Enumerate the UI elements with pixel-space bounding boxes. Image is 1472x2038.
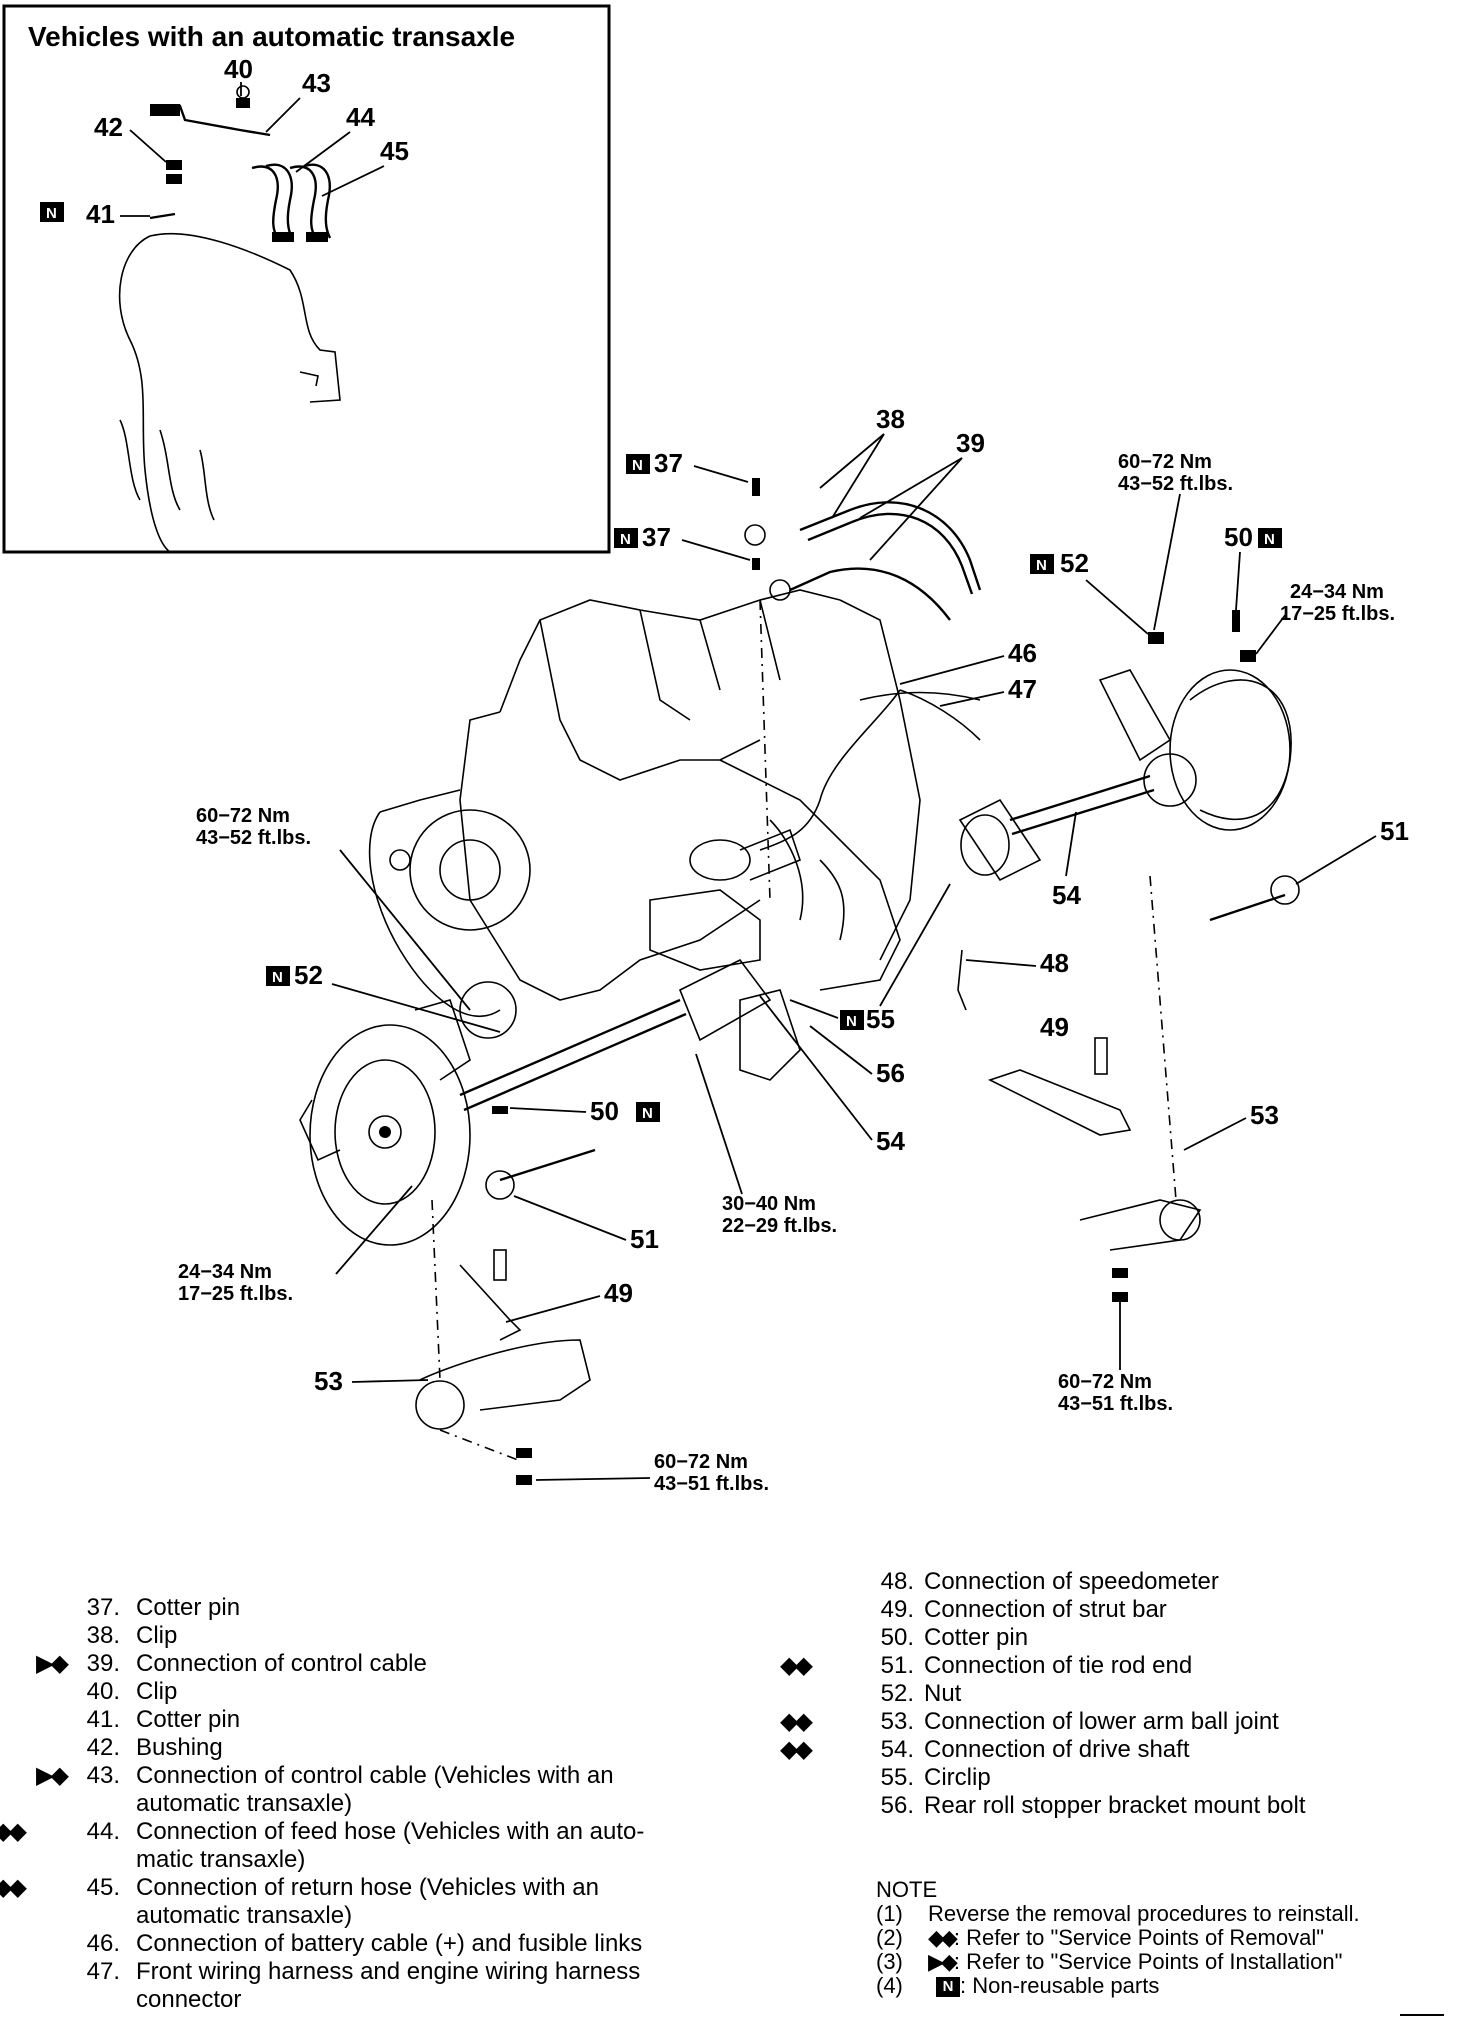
removal-mark-icon: ◆◆	[0, 1818, 27, 1845]
divider	[1400, 2014, 1444, 2016]
label-54-centre: 54	[876, 1126, 905, 1156]
note-4: (4)N: Non-reusable parts	[876, 1973, 1160, 1998]
torque-6-ftlbs: 43−51 ft.lbs.	[1058, 1393, 1173, 1415]
label-51-right: 51	[1380, 816, 1409, 846]
note-block: NOTE (1)Reverse the removal procedures t…	[876, 1878, 1360, 1998]
torque-3-ftlbs: 43−52 ft.lbs.	[196, 827, 311, 849]
label-48: 48	[1040, 948, 1069, 978]
label-52-right: 52	[1060, 548, 1089, 578]
inset-label-42: 42	[94, 112, 123, 142]
torque-5-nm: 24−34 Nm	[178, 1261, 272, 1283]
removal-mark-icon: ◆◆	[780, 1708, 813, 1735]
removal-mark-icon: ◆◆	[928, 1925, 958, 1950]
torque-2-ftlbs: 17−25 ft.lbs.	[1280, 603, 1395, 625]
label-39: 39	[956, 428, 985, 458]
label-54-right: 54	[1052, 880, 1081, 910]
non-reusable-mark-41	[40, 202, 64, 222]
label-50-right: 50	[1224, 522, 1253, 552]
inset-title: Vehicles with an automatic transaxle	[28, 21, 515, 52]
installation-mark-icon: ▶◆	[36, 1762, 69, 1789]
torque-specs: 60−72 Nm 43−52 ft.lbs. 24−34 Nm 17−25 ft…	[178, 451, 1395, 1495]
torque-7-nm: 60−72 Nm	[654, 1451, 748, 1473]
label-47: 47	[1008, 674, 1037, 704]
torque-1-nm: 60−72 Nm	[1118, 451, 1212, 473]
label-38: 38	[876, 404, 905, 434]
torque-2-nm: 24−34 Nm	[1290, 581, 1384, 603]
right-hub-assembly	[957, 610, 1300, 1302]
svg-text:N: N	[1264, 531, 1275, 548]
non-reusable-mark-icon: N	[936, 1977, 960, 1997]
svg-text:N: N	[632, 457, 643, 474]
note-2: (2)◆◆: Refer to "Service Points of Remov…	[876, 1925, 1325, 1950]
label-51-left: 51	[630, 1224, 659, 1254]
label-55: 55	[866, 1004, 895, 1034]
inset-label-40: 40	[224, 54, 253, 84]
label-56: 56	[876, 1058, 905, 1088]
inset-label-43: 43	[302, 68, 331, 98]
note-1: (1)Reverse the removal procedures to rei…	[876, 1901, 1360, 1926]
inset-label-41: 41	[86, 199, 115, 229]
control-cable-group	[744, 478, 982, 901]
label-46: 46	[1008, 638, 1037, 668]
torque-5-ftlbs: 17−25 ft.lbs.	[178, 1283, 293, 1305]
svg-text:N: N	[1036, 557, 1047, 574]
svg-text:N: N	[620, 531, 631, 548]
note-heading: NOTE	[876, 1877, 938, 1902]
exploded-view-diagram: Vehicles with an automatic transaxle 40 …	[2, 4, 1409, 1495]
removal-mark-icon: ◆◆	[780, 1736, 813, 1763]
torque-3-nm: 60−72 Nm	[196, 805, 290, 827]
label-49-left: 49	[604, 1278, 633, 1308]
label-53-left: 53	[314, 1366, 343, 1396]
engine-transaxle-assembly	[368, 589, 981, 1081]
left-hub-assembly	[299, 958, 772, 1485]
svg-text:N: N	[642, 1105, 653, 1122]
part-labels: 38 39 N 37 N 37 46 47 N 52 50 N 51 54	[266, 404, 1409, 1396]
svg-text:N: N	[272, 969, 283, 986]
svg-text:N: N	[846, 1013, 857, 1030]
inset-label-45: 45	[380, 136, 409, 166]
note-3: (3)▶◆: Refer to "Service Points of Insta…	[876, 1949, 1343, 1974]
removal-mark-icon: ◆◆	[780, 1652, 813, 1679]
label-37-upper: 37	[654, 448, 683, 478]
inset-label-44: 44	[346, 102, 375, 132]
parts-legend: 37. Cotter pin 38. Clip ▶◆ 39. Connectio…	[0, 1560, 1472, 2030]
torque-4-nm: 30−40 Nm	[722, 1193, 816, 1215]
label-49-right: 49	[1040, 1012, 1069, 1042]
torque-7-ftlbs: 43−51 ft.lbs.	[654, 1473, 769, 1495]
label-37-lower: 37	[642, 522, 671, 552]
label-52-left: 52	[294, 960, 323, 990]
torque-6-nm: 60−72 Nm	[1058, 1371, 1152, 1393]
inset-automatic-transaxle: Vehicles with an automatic transaxle 40 …	[2, 4, 611, 554]
installation-mark-icon: ▶◆	[928, 1949, 958, 1974]
removal-mark-icon: ◆◆	[0, 1874, 27, 1901]
installation-mark-icon: ▶◆	[36, 1650, 69, 1677]
label-53-right: 53	[1250, 1100, 1279, 1130]
svg-text:N: N	[46, 205, 57, 222]
torque-4-ftlbs: 22−29 ft.lbs.	[722, 1215, 837, 1237]
label-50-left: 50	[590, 1096, 619, 1126]
torque-1-ftlbs: 43−52 ft.lbs.	[1118, 473, 1233, 495]
